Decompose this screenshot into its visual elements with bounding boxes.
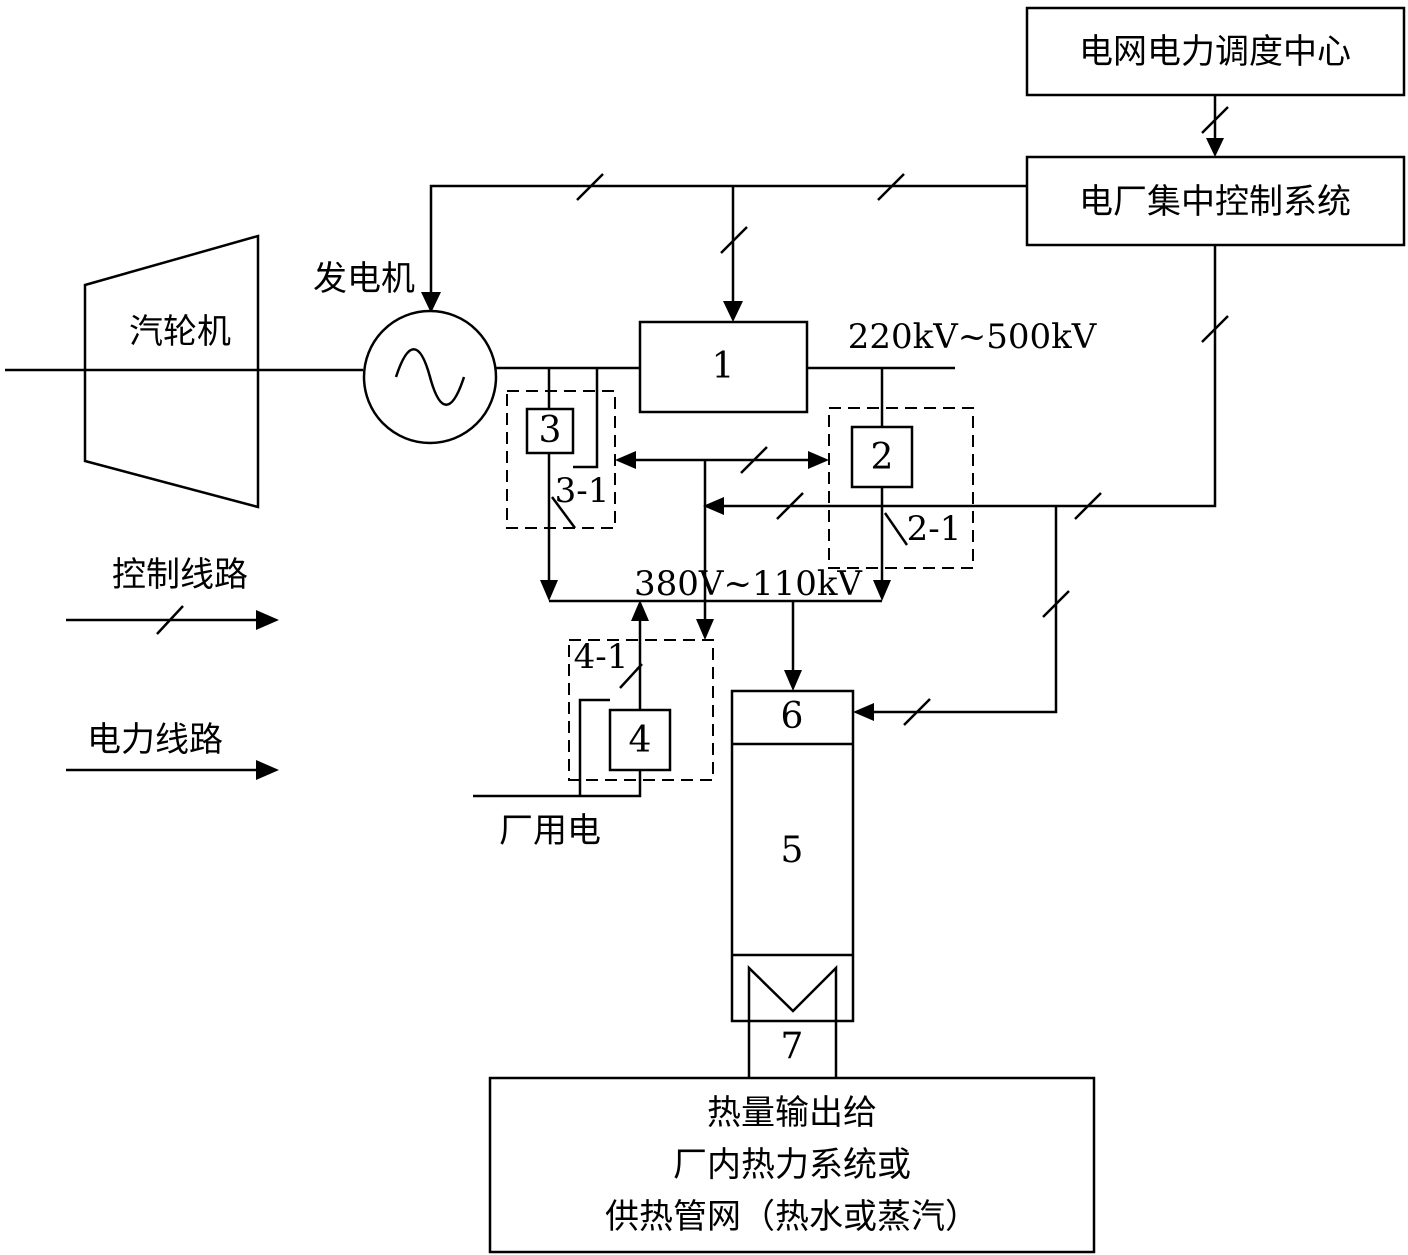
control-to-c6-line — [870, 506, 1058, 714]
component-2-box — [850, 425, 914, 489]
plant-control-label: 电厂集中控制系统 — [1079, 182, 1351, 222]
control-tick — [1201, 106, 1229, 134]
component-7-label: 7 — [781, 1026, 804, 1067]
c4-up-arrowhead — [631, 600, 649, 621]
c1-control-arrowhead — [723, 301, 743, 322]
component-1-box — [638, 320, 809, 414]
heat-output-line2: 厂内热力系统或 — [673, 1145, 911, 1185]
control-tick — [903, 698, 931, 726]
c4-bypass-line — [578, 698, 610, 796]
generator-control-arrowhead — [421, 292, 441, 313]
c3-down-arrowhead — [540, 580, 558, 601]
component-3-group — [506, 390, 616, 529]
control-bus-middle — [720, 245, 1217, 508]
c2-link-arrowhead — [808, 451, 829, 469]
control-tick — [576, 173, 604, 201]
c2-1-switch — [883, 512, 909, 546]
legend-control-arrowhead — [256, 610, 279, 630]
dispatch-center-label: 电网电力调度中心 — [1079, 32, 1351, 72]
c2-down-arrowhead — [873, 580, 891, 601]
turbine-label: 汽轮机 — [129, 312, 231, 352]
legend-control-label: 控制线路 — [112, 555, 248, 595]
control-tick — [776, 492, 804, 520]
component-4-1-label: 4-1 — [574, 637, 629, 677]
dispatch-to-control-arrowhead — [1206, 138, 1224, 157]
control-bus-top — [429, 184, 1027, 296]
control-tick — [1074, 492, 1102, 520]
generator-sine-icon — [394, 348, 466, 406]
component-5-label: 5 — [781, 830, 804, 871]
control-tick — [1042, 590, 1070, 618]
component-3-label: 3 — [539, 410, 562, 451]
plant-control-box — [1025, 155, 1406, 247]
control-tick — [740, 446, 768, 474]
turbine-shape — [83, 234, 260, 509]
control-middle-arrowhead — [703, 497, 724, 515]
plant-power-label: 厂用电 — [499, 811, 601, 851]
component-5-box — [730, 689, 855, 1023]
control-tick — [720, 226, 748, 254]
c6-power-arrowhead — [784, 670, 802, 691]
component-4-label: 4 — [629, 720, 652, 761]
component-4-group — [568, 639, 714, 781]
low-voltage-label: 380V~110kV — [634, 564, 863, 604]
high-voltage-label: 220kV~500kV — [848, 317, 1098, 357]
control-tick — [1201, 315, 1229, 343]
component-2-1-label: 2-1 — [907, 509, 962, 549]
component-3-1-label: 3-1 — [555, 471, 610, 511]
legend-power-label: 电力线路 — [87, 720, 223, 760]
component-6-label: 6 — [781, 696, 804, 737]
heat-output-line3: 供热管网（热水或蒸汽） — [605, 1197, 979, 1237]
control-tick — [877, 173, 905, 201]
c3-link-arrowhead — [615, 451, 636, 469]
heat-output-box — [488, 1076, 1096, 1254]
plant-power-line — [473, 770, 642, 798]
c4-control-arrowhead — [696, 619, 714, 640]
c4-1-switch — [619, 663, 643, 689]
c3-1-switch — [550, 496, 577, 529]
c3-bypass-line — [573, 368, 599, 469]
generator-label: 发电机 — [313, 259, 415, 299]
component-3-box — [525, 407, 575, 455]
dispatch-center-box — [1025, 6, 1406, 97]
component-2-label: 2 — [871, 437, 894, 478]
heat-output-line1: 热量输出给 — [707, 1093, 877, 1133]
component-1-label: 1 — [712, 346, 735, 387]
heat-exchanger-coil — [747, 964, 838, 1078]
c6-control-arrowhead — [853, 703, 874, 721]
legend-power-arrowhead — [256, 760, 279, 780]
legend-control-tick — [156, 605, 184, 635]
